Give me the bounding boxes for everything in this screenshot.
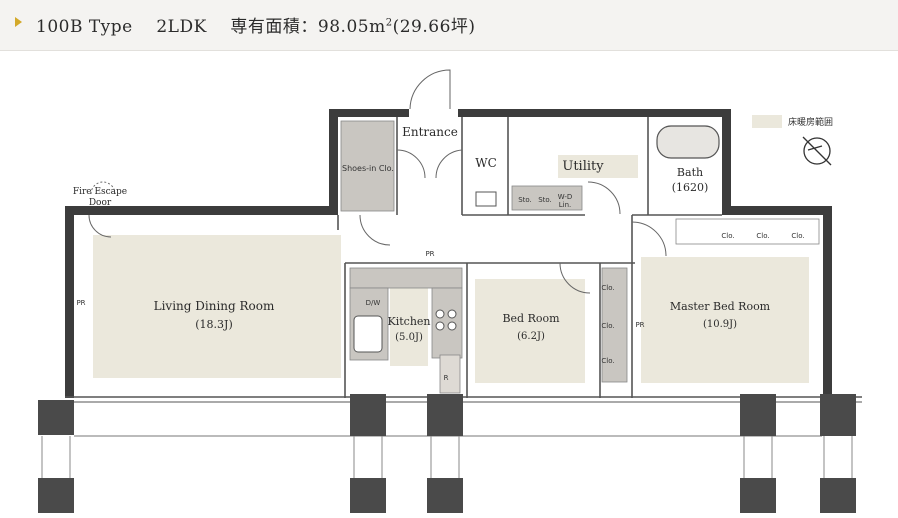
label-pr-corridor: PR	[425, 250, 434, 258]
kitchen-counter-right	[431, 287, 463, 359]
shoes-cabinet	[340, 120, 395, 212]
master-closet	[675, 218, 820, 245]
label-fire-escape: Fire Escape	[73, 187, 127, 197]
label-clo-bed-1: Clo.	[601, 284, 614, 292]
toilet	[475, 191, 497, 207]
door-swings	[88, 69, 667, 294]
label-fire-escape-door: Door	[89, 198, 112, 208]
legend-swatch	[752, 115, 782, 128]
plan-layout: 2LDK	[156, 17, 207, 37]
label-bed-size: (6.2J)	[517, 331, 545, 342]
heating-kitchen	[390, 288, 428, 366]
outer-walls	[65, 109, 832, 398]
floor-plan: 床暖房範囲 Entrance Shoes-in Clo. WC Utility …	[38, 69, 862, 513]
plan-title: 100B Type 2LDK 専有面積：98.05m2(29.66坪)	[36, 12, 476, 37]
heating-bed	[475, 279, 585, 383]
label-sto-2: Sto.	[538, 196, 552, 204]
label-pr-master: PR	[635, 321, 644, 329]
area-unit-sup: 2	[385, 17, 393, 29]
north-arrow-icon	[802, 136, 832, 166]
interior-walls	[337, 117, 722, 398]
label-utility: Utility	[562, 159, 604, 174]
label-living-size: (18.3J)	[195, 318, 233, 331]
label-lin: Lin.	[559, 201, 572, 209]
label-shoes: Shoes-in Clo.	[342, 164, 394, 173]
plan-type: 100B Type	[36, 17, 133, 37]
label-bath: Bath	[677, 166, 703, 179]
page-header: 100B Type 2LDK 専有面積：98.05m2(29.66坪)	[0, 0, 898, 51]
heating-master	[641, 257, 809, 383]
label-pr-left: PR	[76, 299, 85, 307]
bed-closet	[601, 267, 628, 383]
bathtub	[656, 125, 720, 159]
label-living: Living Dining Room	[154, 299, 275, 313]
kitchen-fixtures	[353, 309, 457, 353]
fridge-space	[439, 354, 461, 394]
label-r: R	[444, 374, 449, 382]
sto-cabinet	[511, 185, 583, 211]
label-entrance: Entrance	[402, 125, 458, 139]
label-dw: D/W	[366, 299, 381, 307]
label-bath-size: (1620)	[672, 181, 709, 194]
label-kitchen: Kitchen	[388, 315, 431, 328]
label-wd: W-D	[558, 193, 573, 201]
label-sto-1: Sto.	[518, 196, 532, 204]
floor-heating-areas	[93, 115, 809, 383]
label-clo-master-2: Clo.	[756, 232, 769, 240]
label-clo-bed-3: Clo.	[601, 357, 614, 365]
label-clo-master-3: Clo.	[791, 232, 804, 240]
legend-label: 床暖房範囲	[788, 116, 833, 128]
kitchen-counter-top	[349, 267, 463, 289]
label-clo-bed-2: Clo.	[601, 322, 614, 330]
label-kitchen-size: (5.0J)	[395, 332, 423, 343]
label-master: Master Bed Room	[670, 300, 771, 313]
label-wc: WC	[475, 156, 497, 170]
label-bed: Bed Room	[502, 312, 560, 325]
label-clo-master-1: Clo.	[721, 232, 734, 240]
plan-area-tsubo: (29.66坪)	[392, 17, 476, 37]
plan-area: 専有面積：98.05m	[230, 17, 386, 37]
arrow-marker-icon	[15, 17, 22, 27]
label-master-size: (10.9J)	[703, 319, 737, 330]
columns	[38, 394, 856, 513]
heating-utility	[558, 155, 638, 178]
heating-living	[93, 235, 341, 378]
cabinets	[340, 120, 820, 394]
